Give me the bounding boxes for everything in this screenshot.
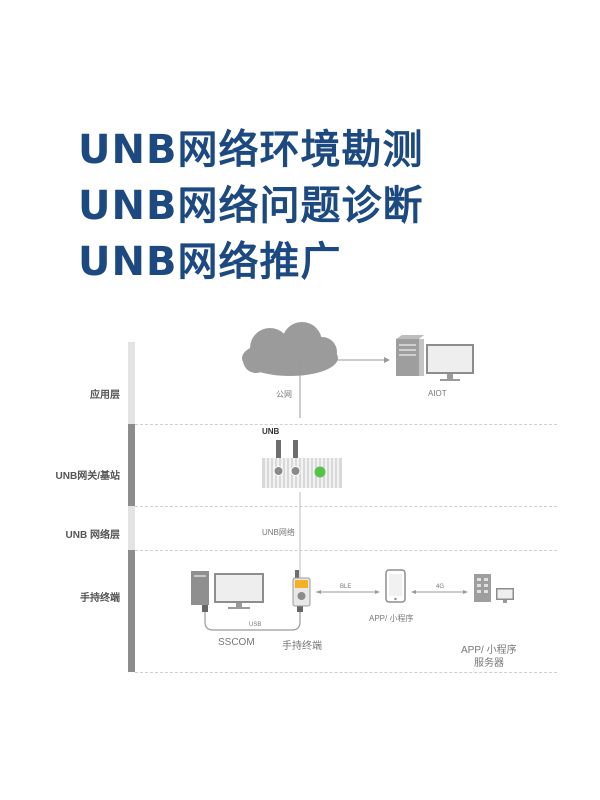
- usb-cable: [204, 611, 301, 631]
- label-handheld: 手持终端: [282, 641, 322, 652]
- rail-terminal: [128, 550, 135, 672]
- label-unb: UNB: [262, 427, 280, 436]
- handheld-terminal-icon: [292, 570, 311, 607]
- smartphone-icon: [385, 569, 406, 603]
- layer-label-network: UNB 网络层: [65, 530, 120, 541]
- label-sscom: SSCOM: [218, 637, 255, 648]
- rail-gateway: [128, 424, 135, 506]
- layer-label-terminal: 手持终端: [80, 593, 120, 604]
- monitor-icon: [214, 573, 264, 609]
- gateway-device-icon: [262, 440, 342, 488]
- pc-tower-icon: [191, 571, 209, 605]
- arrow-head: [384, 357, 390, 363]
- layer-label-application: 应用层: [90, 390, 120, 401]
- server-tower-icon: [396, 335, 424, 376]
- layer-divider: [135, 550, 557, 551]
- label-app-mini: APP/ 小程序: [369, 614, 414, 623]
- cloud-icon: [242, 322, 338, 376]
- layer-divider: [135, 672, 557, 673]
- label-server: 服务器: [474, 658, 504, 669]
- label-4g: 4G: [436, 584, 445, 590]
- headline-diagnosis: UNB网络问题诊断: [78, 183, 424, 229]
- label-usb: USB: [249, 622, 262, 628]
- label-unb-network: UNB网络: [262, 528, 295, 537]
- monitor-icon: [496, 588, 514, 603]
- label-public-net: 公网: [276, 390, 292, 399]
- rail-network: [128, 506, 135, 550]
- headline-promotion: UNB网络推广: [78, 239, 342, 285]
- headline-survey: UNB网络环境勘测: [78, 127, 424, 173]
- label-app-mini-server: APP/ 小程序: [461, 645, 517, 656]
- monitor-icon: [426, 344, 474, 381]
- layer-divider: [135, 506, 557, 507]
- layer-label-gateway: UNB网关/基站: [55, 471, 120, 482]
- rail-application: [128, 342, 135, 424]
- server-cabinet-icon: [474, 574, 491, 602]
- label-aiot: AIOT: [428, 389, 447, 398]
- layer-divider: [135, 424, 557, 425]
- label-ble: BLE: [340, 584, 352, 590]
